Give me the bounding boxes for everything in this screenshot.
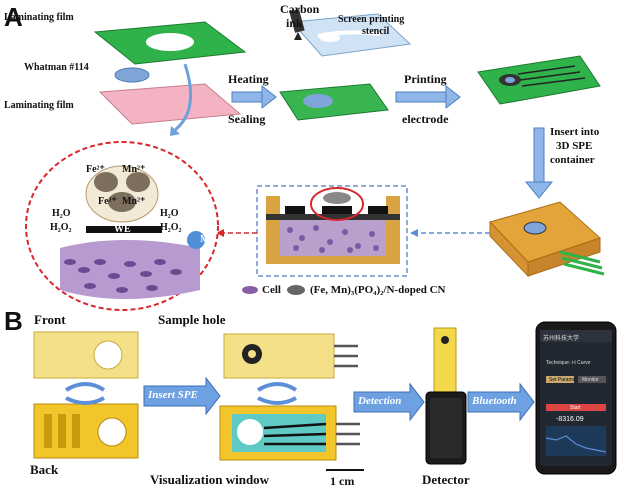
label-carbon: Carbon [280, 2, 320, 16]
label-insert-3: container [550, 154, 595, 166]
arrow-label-bluetooth: Bluetooth [472, 395, 517, 407]
label-sealing: Sealing [228, 112, 266, 126]
legend-cn-label: (Fe, Mn)₃(PO₄)₂/N-doped CN [310, 284, 446, 296]
label-back: Back [30, 462, 59, 477]
phone-btn3[interactable]: Start [570, 405, 581, 411]
label-laminating-bottom: Laminating film [4, 100, 74, 111]
arrow-bluetooth [467, 382, 535, 422]
label-fe2-mid: Fe²⁺ [98, 196, 117, 207]
label-stencil-1: Screen printing [338, 14, 405, 25]
front-container [33, 331, 139, 379]
assembled-bottom [219, 405, 360, 461]
label-ink: ink [286, 16, 303, 30]
cross-section [256, 185, 408, 277]
zoom-circle [25, 141, 219, 311]
detector-device [425, 327, 467, 465]
arrow-insert-spe [143, 376, 221, 416]
label-sample-hole: Sample hole [158, 312, 226, 327]
arrow-label-detection: Detection [358, 395, 402, 407]
phone-row1: Technique: i-t Curve [546, 360, 591, 366]
label-insert-1: Insert into [550, 126, 600, 138]
label-visualization: Visualization window [150, 472, 270, 487]
label-mn2-mid: Mn²⁺ [122, 196, 146, 207]
legend-cell-icon [242, 286, 258, 294]
carbon-ink-dropper [289, 9, 305, 40]
label-fe2-top: Fe²⁺ [86, 164, 105, 175]
label-we: WE [114, 224, 131, 235]
label-printing: Printing [404, 72, 447, 86]
label-insert-2: 3D SPE [556, 140, 593, 152]
arrow-printing [395, 84, 461, 110]
label-mn2-top: Mn²⁺ [122, 164, 146, 175]
arrow-label-insert-spe: Insert SPE [148, 389, 198, 401]
phone-btn1[interactable]: Set Params [549, 377, 576, 383]
label-h2o-right: H₂O [160, 208, 179, 219]
phone-btn2[interactable]: Monitor [582, 377, 599, 383]
whatman-disk [114, 67, 150, 83]
phone-reading: -8316.09 [556, 416, 584, 423]
printed-electrode [477, 55, 601, 105]
panel-b-label: B [4, 306, 23, 336]
phone-title: 苏州科技大学 [543, 336, 580, 342]
back-container [33, 403, 139, 459]
zoom-cells [64, 259, 182, 293]
label-laminating-top: Laminating film [4, 12, 74, 23]
label-ma: MA [200, 234, 217, 245]
label-stencil-2: stencil [362, 26, 390, 37]
cross-section-cells [287, 225, 379, 253]
legend-cn-icon [287, 285, 305, 295]
label-h2o2-left: H₂O₂ [50, 222, 72, 233]
sealed-film [279, 83, 389, 121]
laminating-film-top [93, 21, 247, 65]
screen-printing-stencil [290, 13, 412, 57]
swap-icon-1 [64, 382, 106, 405]
label-detector: Detector [422, 472, 470, 487]
panel-a-label: A [4, 2, 23, 32]
label-heating: Heating [228, 72, 269, 86]
arrow-heating [231, 84, 277, 110]
phone [535, 321, 617, 475]
legend-cell-label: Cell [262, 284, 281, 296]
spe-container [489, 201, 605, 278]
swap-icon-2 [256, 382, 298, 405]
label-electrode: electrode [402, 112, 449, 126]
arrow-insert [524, 127, 554, 199]
curve-arrow [174, 63, 193, 132]
label-whatman: Whatman #114 [24, 62, 89, 73]
label-h2o2-right: H₂O₂ [160, 222, 182, 233]
arrow-detection [353, 382, 425, 422]
label-scale: 1 cm [330, 474, 355, 488]
assembled-top [223, 333, 358, 379]
laminating-film-bottom [98, 83, 242, 125]
label-h2o-left: H₂O [52, 208, 71, 219]
label-front: Front [34, 312, 66, 327]
